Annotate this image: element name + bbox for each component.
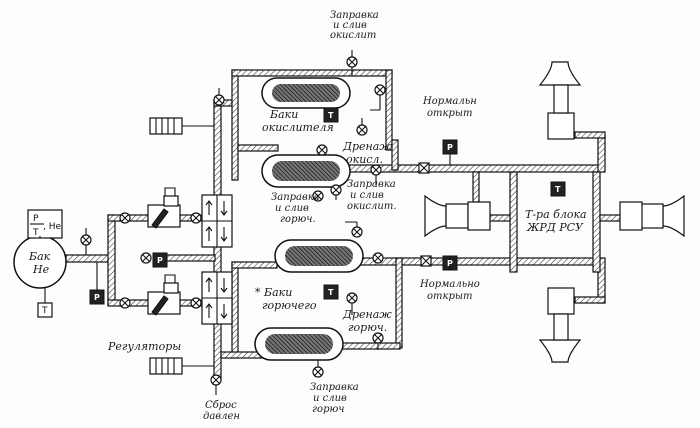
label-fuel-tanks: * Баки горючего — [255, 286, 317, 312]
pressure-regulators — [147, 195, 181, 316]
fuel-tanks — [254, 239, 364, 361]
label-pressure-relief: Сброс давлен — [203, 400, 240, 422]
label-fill-drain-fuel-bottom: Заправка и слив горюч — [310, 382, 362, 415]
temperature-sensors — [37, 107, 566, 318]
label-fill-drain-ox-mid: Заправка и слив окислит. — [347, 179, 399, 212]
temperature-symbol: T — [328, 288, 334, 297]
label-normally-open-top: Нормальн открыт — [422, 96, 480, 119]
label-engine-block-temp: Т-ра блока ЖРД РСУ — [525, 208, 590, 234]
pressure-symbol: P — [94, 293, 100, 302]
temperature-symbol: T — [41, 306, 48, 316]
isolation-valves-upper — [201, 194, 233, 248]
label-normally-open-bottom: Нормально открыт — [419, 279, 483, 302]
pressure-symbol: P — [447, 259, 453, 268]
label-fill-drain-fuel-mid: Заправка и слив горюч. — [271, 192, 323, 225]
stem-lines — [85, 50, 381, 395]
label-fill-drain-ox: Заправка и слив окислит — [330, 10, 382, 41]
label-he-tank: Бак He — [28, 250, 54, 276]
rcs-engines — [424, 61, 685, 363]
he-sensor-label: P T — [32, 214, 41, 238]
label-oxidizer-tanks: Баки окислителя — [262, 108, 334, 134]
pressure-symbol: P — [447, 143, 453, 152]
regulator-bracket — [164, 187, 176, 283]
label-drain-fuel: Дренаж горюч. — [342, 308, 395, 334]
label-regulators: Регуляторы — [107, 340, 181, 353]
he-sensor-box — [27, 209, 63, 239]
label-drain-ox: Дренаж окисл. — [342, 140, 395, 166]
normally-open-valves — [418, 162, 432, 267]
pressure-sensors — [89, 139, 458, 305]
isolation-valves-lower — [201, 271, 233, 325]
temperature-symbol: T — [328, 111, 334, 120]
filter-units — [149, 117, 214, 375]
temperature-symbol: T — [555, 185, 561, 194]
pressure-symbol: P — [157, 256, 163, 265]
he-sensor-suffix: , He — [43, 222, 61, 232]
oxidizer-tanks — [261, 77, 351, 188]
